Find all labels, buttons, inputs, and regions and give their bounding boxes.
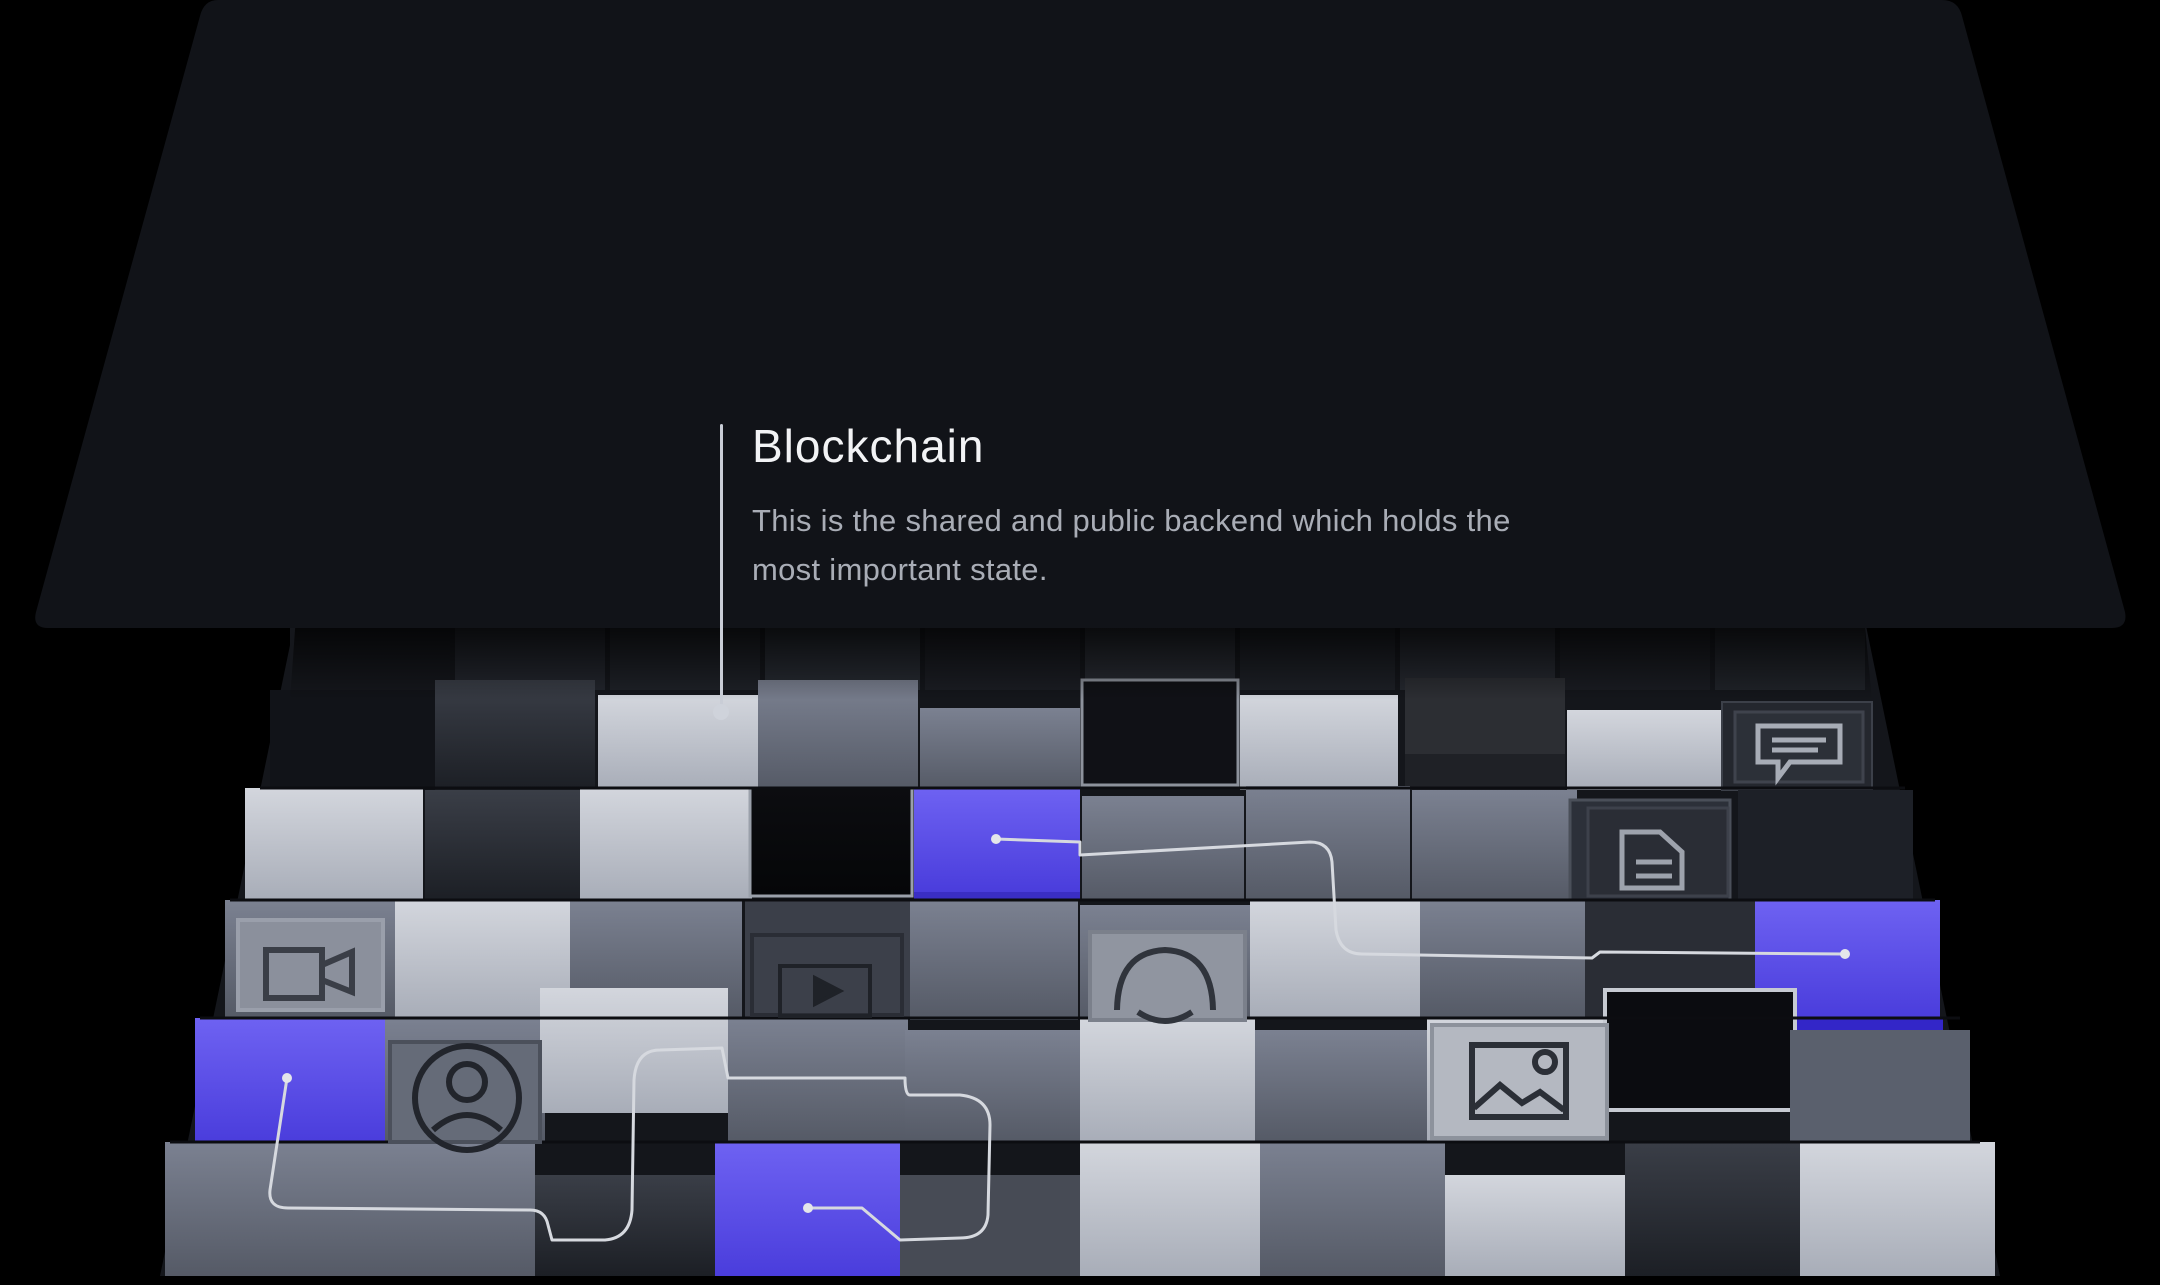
blockchain-layer-panel <box>35 0 2126 628</box>
user-icon <box>388 1040 542 1153</box>
chat-icon <box>1733 710 1865 786</box>
tile-grid <box>160 616 2000 1276</box>
layer-callout: Blockchain This is the shared and public… <box>752 416 1512 594</box>
callout-line <box>720 424 723 710</box>
callout-dot <box>713 704 729 720</box>
layer-title: Blockchain <box>752 420 985 472</box>
connector-wires <box>268 837 1847 1242</box>
wire-endpoints <box>282 834 1850 1213</box>
image-icon <box>1430 1023 1609 1140</box>
headset-icon <box>1088 930 1247 1024</box>
document-icon <box>1586 806 1730 898</box>
video-camera-icon <box>236 918 385 1012</box>
play-icon <box>750 933 904 1018</box>
layer-description: This is the shared and public backend wh… <box>752 503 1511 587</box>
